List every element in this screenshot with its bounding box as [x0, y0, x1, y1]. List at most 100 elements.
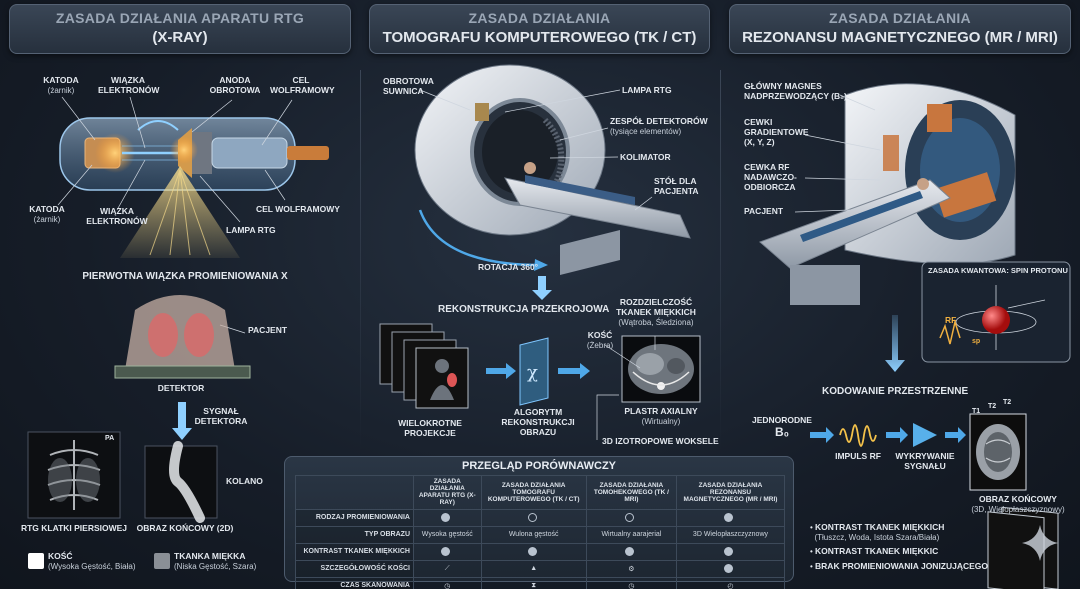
time-icon: ◴	[675, 576, 786, 589]
mri-label-wykryw: WYKRYWANIE SYGNAŁU	[895, 451, 955, 471]
mri-spin-sp-label: sp	[972, 338, 981, 345]
mri-label-t2b: T2	[1003, 399, 1012, 406]
bone-icon: ⟋	[413, 559, 482, 578]
label-text: PLASTR AXIALNY	[624, 406, 698, 416]
sparkle-icon	[1022, 525, 1058, 561]
table-row: SZCZEGÓŁOWOŚĆ KOŚCI ⟋ ▲ ⚙	[295, 559, 786, 578]
ct-label-kolimator: KOLIMATOR	[620, 152, 671, 162]
mri-pipeline-drawing	[810, 413, 1059, 589]
ct-icon	[480, 508, 587, 527]
mri-label-cewki: CEWKI GRADIENTOWE (X, Y, Z)	[744, 117, 809, 147]
label-text: KOŚĆ	[587, 330, 613, 340]
legend-soft-label: TKANKA MIĘKKA (Niska Gęstość, Szara)	[174, 551, 257, 571]
contrast-low-icon	[413, 542, 482, 561]
mri-header: ZASADA DZIAŁANIA REZONANSU MAGNETYCZNEGO…	[729, 4, 1071, 54]
xray-label-cel-top: CEL WOLFRAMOWY	[270, 75, 335, 95]
mri-label-impuls: IMPULS RF	[835, 451, 881, 461]
comparison-table: ZASADA DZIAŁANIA APARATU RTG (X-RAY) ZAS…	[295, 475, 786, 589]
mri-header-line1: ZASADA DZIAŁANIA	[829, 10, 971, 26]
mri-pointer-lines	[794, 94, 881, 213]
label-sub: (Żebra)	[586, 340, 614, 350]
divider-left	[360, 70, 361, 450]
bone-detail-icon: ▲	[480, 559, 587, 578]
xray-label-anoda: ANODA OBROTOWA	[209, 75, 261, 95]
xray-label-wiazka-top: WIĄZKA ELEKTRONÓW	[98, 75, 160, 95]
mri-bullet-3: • BRAK PROMIENIOWANIA JONIZUJĄCEGO	[810, 561, 989, 571]
label-sub: (żarnik)	[33, 214, 61, 224]
chest-patient-drawing	[114, 295, 251, 379]
label-sub: (Niska Gęstość, Szara)	[174, 561, 257, 571]
comparison-table-title: PRZEGLĄD PORÓWNAWCZY	[462, 460, 616, 472]
table-cell: 3D Wielopłaszczyznowy	[675, 525, 786, 544]
xray-label-lampa: LAMPA RTG	[226, 225, 276, 235]
label-text: TKANKA MIĘKKA	[174, 551, 246, 561]
ct-pointer-lines	[419, 89, 653, 211]
mri-label-pacjent: PACJENT	[744, 206, 784, 216]
contrast-mid-icon	[480, 542, 587, 561]
mri-label-magnes: GŁÓWNY MAGNES NADPRZEWODZĄCY (B₀)	[744, 81, 847, 101]
mri-bullet-1: • KONTRAST TKANEK MIĘKKICH (Tłuszcz, Wod…	[810, 522, 945, 542]
legend-bone-label: KOŚĆ (Wysoka Gęstość, Biała)	[48, 551, 136, 571]
xray-label-pacjent: PACJENT	[248, 325, 288, 335]
spin-inset-drawing	[921, 261, 1071, 363]
ct-slice-pointers	[596, 336, 656, 440]
table-header-row: ZASADA DZIAŁANIA APARATU RTG (X-RAY) ZAS…	[295, 475, 786, 510]
comparison-table-panel: PRZEGLĄD PORÓWNAWCZY ZASADA DZIAŁANIA AP…	[284, 456, 794, 589]
label-text: ZESPÓŁ DETEKTORÓW	[610, 116, 708, 126]
label-text: JEDNORODNE	[752, 415, 812, 425]
bullet-title: BRAK PROMIENIOWANIA JONIZUJĄCEGO	[815, 561, 989, 571]
xray-label-detektor: DETEKTOR	[157, 383, 205, 393]
ct-arrow-1	[486, 363, 516, 379]
mri-label-b0: JEDNORODNE B₀	[752, 415, 812, 440]
label-sub: (Wątroba, Śledziona)	[618, 317, 694, 327]
mri-label-rf: CEWKA RF NADAWCZO- ODBIORCZA	[744, 162, 797, 192]
mri-label-obraz: OBRAZ KOŃCOWY (3D, Wielopłaszczyznowy)	[958, 494, 1078, 514]
radiation-icon	[413, 508, 482, 527]
ct-label-stol: STÓŁ DLA PACJENTA	[654, 176, 699, 196]
label-text: KATODA	[29, 204, 65, 214]
bullet-sub: (Tłuszcz, Woda, Istota Szara/Biała)	[814, 532, 940, 542]
ring-icon	[585, 508, 677, 527]
mri-header-line2: REZONANSU MAGNETYCZNEGO (MR / MRI)	[742, 29, 1058, 46]
table-row-header: CZAS SKANOWANIA	[295, 576, 414, 589]
table-cell: Wulona gęstość	[480, 525, 587, 544]
ct-arrow-2	[558, 363, 590, 379]
label-text: OBRAZ KOŃCOWY	[979, 494, 1057, 504]
mri-down-arrow	[885, 315, 905, 372]
knee-xray-image	[144, 441, 218, 523]
table-cell: Wirtualny aarajerial	[585, 525, 677, 544]
ct-label-woksele: 3D IZOTROPOWE WOKSELE	[602, 436, 719, 446]
chest-xray-image	[27, 431, 121, 519]
table-row-header: SZCZEGÓŁOWOŚĆ KOŚCI	[295, 559, 414, 578]
table-row-header: RODZAJ PROMIENIOWANIA	[295, 508, 414, 527]
label-sub: (żarnik)	[47, 85, 75, 95]
label-sub: (Wysoka Gęstość, Biała)	[48, 561, 136, 571]
table-row-header: KONTRAST TKANEK MIĘKKICH	[295, 542, 414, 561]
ct-label-rozdz: ROZDZIELCZOŚĆ TKANEK MIĘKKICH (Wątroba, …	[606, 297, 706, 327]
mri-label-t2a: T2	[988, 403, 997, 410]
label-text: KATODA	[43, 75, 79, 85]
clock-icon: ◷	[585, 576, 677, 589]
ct-label-algorytm: ALGORYTM REKONSTRUKCJI OBRAZU	[501, 407, 575, 437]
ct-projections-drawing	[379, 323, 469, 409]
xray-label-cel-bottom: CEL WOLFRAMOWY	[256, 204, 340, 214]
table-col-header: ZASADA DZIAŁANIA REZONANSU MAGNETYCZNEGO…	[675, 475, 786, 510]
table-col-header: ZASADA DZIAŁANIA APARATU RTG (X-RAY)	[413, 475, 482, 510]
ct-label-suwnica: OBROTOWA SUWNICA	[383, 76, 434, 96]
mri-kodowanie-title: KODOWANIE PRZESTRZENNE	[822, 386, 969, 397]
contrast-mid-icon	[585, 542, 677, 561]
label-sub: (tysiące elementów)	[610, 126, 682, 136]
gear-icon: ⚙	[585, 559, 677, 578]
mri-scanner-drawing	[759, 83, 1016, 305]
label-sub: B₀	[774, 424, 790, 439]
contrast-high-icon	[675, 542, 786, 561]
xray-header: ZASADA DZIAŁANIA APARATU RTG (X-RAY)	[9, 4, 351, 54]
bullet-title: KONTRAST TKANEK MIĘKKIC	[815, 546, 939, 556]
ct-header-line2: TOMOGRAFU KOMPUTEROWEGO (TK / CT)	[382, 29, 697, 46]
mri-bullet-2: • KONTRAST TKANEK MIĘKKIC	[810, 546, 939, 556]
table-col-header: ZASADA DZIAŁANIA TOMOGRAFU KOMPUTEROWEGO…	[480, 475, 587, 510]
ct-header: ZASADA DZIAŁANIA TOMOGRAFU KOMPUTEROWEGO…	[369, 4, 710, 54]
xray-header-line1: ZASADA DZIAŁANIA APARATU RTG	[55, 10, 305, 26]
xray-header-line2: (X-RAY)	[152, 29, 208, 46]
